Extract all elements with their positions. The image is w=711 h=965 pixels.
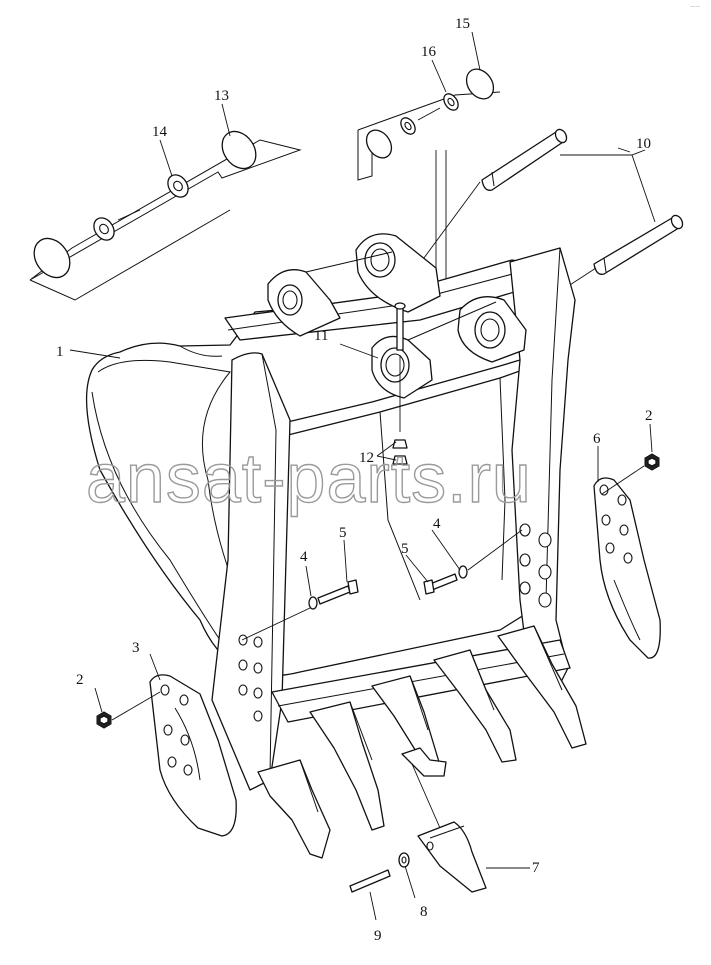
pin-9 [349,869,391,893]
right-seal-kit [357,68,501,370]
tooth-2 [309,701,385,831]
watermark: ansat-parts.ru [86,439,532,517]
side-cutter-3 [149,674,237,837]
bucket-teeth [257,625,587,859]
callout-13: 13 [214,88,229,104]
boom-lugs [267,233,527,399]
callout-9: 9 [374,928,382,944]
callout-4-left: 4 [300,549,308,565]
side-cutter-6 [593,477,661,659]
side-bolts [241,529,523,641]
left-side-plate [211,352,291,791]
callout-3: 3 [132,640,140,656]
callout-1: 1 [56,344,64,360]
o-ring-13 [221,130,257,170]
kit-bracket-left [29,139,302,281]
o-ring-left [33,237,71,279]
left-side-holes [238,634,263,722]
kit-bracket-left-bottom [29,209,231,301]
right-side-holes [519,523,552,608]
callout-2-right: 2 [645,408,653,424]
left-seal-kit [29,130,302,301]
tooth-pin-slot [401,747,447,777]
callout-2-left: 2 [76,672,84,688]
callout-5-left: 5 [339,525,347,541]
o-ring-right [365,129,393,159]
o-ring-15 [465,68,495,100]
pin-upper [481,131,567,191]
nuts-2 [96,453,660,729]
corner-mark: —— [690,4,700,10]
callout-10: 10 [636,136,651,152]
side-cutters [149,477,661,837]
callout-8: 8 [420,904,428,920]
washer-4-left [308,596,318,610]
callout-7: 7 [532,860,540,876]
bolt-11 [396,307,404,351]
pins-10 [403,128,684,321]
callout-12: 12 [359,450,374,466]
nut-12a [392,439,408,449]
tooth-1 [257,759,331,859]
bolt-11-set [392,302,408,465]
callout-leaders [69,31,653,921]
bucket-body [85,247,576,791]
callout-5-right: 5 [401,541,409,557]
tooth-kit [349,763,487,893]
callout-4-right: 4 [433,516,441,532]
nut-12b [392,455,408,465]
callout-11: 11 [314,328,328,344]
callout-16: 16 [421,44,437,60]
washer-4-right [458,565,468,579]
pin-lower [593,217,683,275]
bucket-shell [85,261,576,677]
callout-14: 14 [152,124,168,140]
tooth-7 [417,821,487,893]
callout-15: 15 [455,16,470,32]
callout-numbers: 1 2 2 3 4 4 5 5 6 7 8 9 10 11 12 13 14 1… [56,16,653,944]
callout-6: 6 [593,431,601,447]
